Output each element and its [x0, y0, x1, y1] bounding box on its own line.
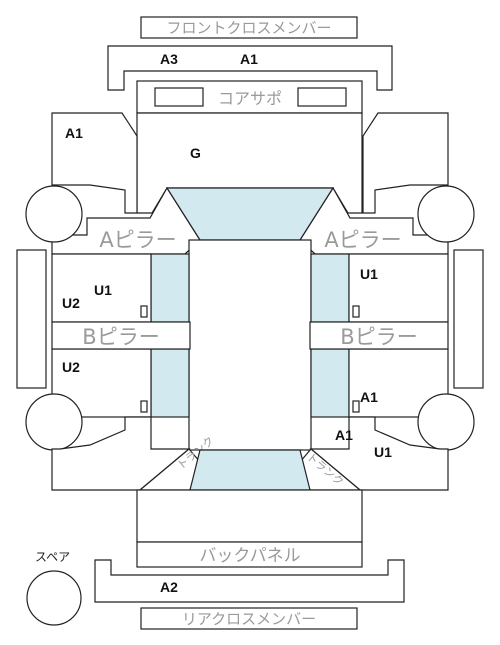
a-pillar-right-label: Aピラー — [324, 228, 401, 252]
spare-label: スペア — [35, 550, 70, 564]
wheel-rear-right — [417, 393, 475, 451]
rear-quarter-left — [51, 416, 191, 491]
front-door-right — [348, 253, 449, 323]
b-pillar-left-label: Bピラー — [82, 325, 159, 349]
rear-cross-member-label: リアクロスメンバー — [182, 610, 316, 628]
front-door-left-lower-code: U2 — [62, 295, 80, 311]
front-door-left-handle — [140, 305, 148, 318]
rear-cross-member-box — [140, 607, 358, 630]
front-window-right — [310, 253, 350, 323]
front-door-left-upper-code: U1 — [94, 282, 112, 298]
rear-door-left-code: U2 — [62, 359, 80, 375]
rear-window-left — [150, 348, 190, 418]
wheel-front-right — [417, 185, 475, 243]
front-cross-member-label: フロントクロスメンバー — [166, 19, 331, 37]
back-panel-label: バックパネル — [199, 546, 300, 566]
front-fender-right — [362, 112, 449, 214]
rear-door-right-handle — [352, 400, 360, 413]
trunk-lid — [136, 489, 363, 543]
rear-bumper-member — [94, 559, 405, 603]
front-fender-left — [51, 112, 138, 214]
hood-code: G — [190, 145, 201, 161]
rear-fender-right-b-code: U1 — [374, 444, 392, 460]
back-panel — [136, 541, 363, 568]
front-door-left — [51, 253, 152, 323]
front-member-right-code: A1 — [240, 51, 258, 67]
side-sill-left — [16, 249, 47, 389]
b-pillar-right — [309, 321, 449, 350]
a-pillar-left-label: Aピラー — [99, 228, 176, 252]
rear-member-code: A2 — [160, 579, 178, 595]
rear-door-left-handle — [140, 400, 148, 413]
b-pillar-left — [51, 321, 191, 350]
rear-window — [189, 449, 311, 491]
rear-window-right — [310, 348, 350, 418]
front-door-right-code: U1 — [360, 266, 378, 282]
headlight-left — [154, 87, 204, 107]
b-pillar-right-label: Bピラー — [340, 325, 417, 349]
roof-panel — [188, 239, 312, 451]
side-sill-right — [453, 249, 484, 389]
front-cross-member-box — [140, 16, 358, 39]
headlight-right — [297, 87, 347, 107]
front-fender-left-code: A1 — [65, 125, 83, 141]
front-door-right-handle — [352, 305, 360, 318]
rear-quarter-right — [309, 416, 449, 491]
front-member-left-code: A3 — [160, 51, 178, 67]
wheel-rear-left — [25, 393, 83, 451]
front-bumper-member — [107, 45, 393, 91]
rear-fender-right-a-code: A1 — [335, 427, 353, 443]
rear-door-right-code: A1 — [360, 389, 378, 405]
wheel-front-left — [25, 185, 83, 243]
spare-tire — [26, 570, 82, 626]
core-support-label: コアサポ — [218, 89, 282, 108]
front-window-left — [150, 253, 190, 323]
